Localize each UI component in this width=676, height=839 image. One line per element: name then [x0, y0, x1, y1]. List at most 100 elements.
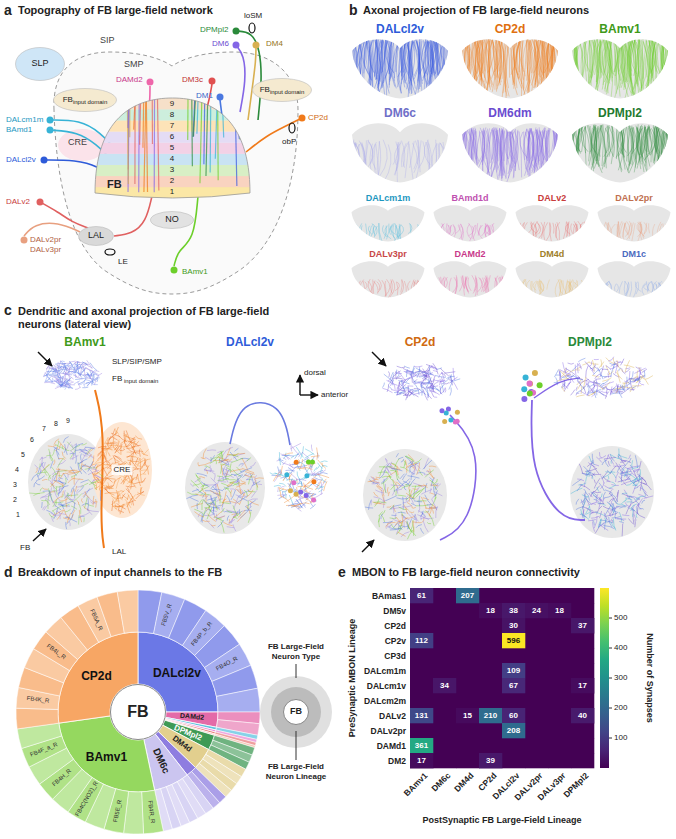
neurite	[127, 495, 129, 500]
neurite	[600, 482, 604, 488]
neurite	[556, 375, 560, 376]
neurite	[606, 366, 610, 375]
neurite	[435, 479, 438, 483]
neurite	[283, 458, 287, 460]
neurite	[622, 524, 624, 537]
neurite	[226, 471, 227, 476]
neurite	[57, 441, 58, 447]
neurite	[412, 486, 422, 487]
neurite	[311, 493, 314, 497]
neurite	[387, 487, 389, 494]
neurite	[378, 472, 388, 473]
neurite	[127, 452, 133, 454]
neurite	[95, 486, 100, 489]
neurite	[59, 360, 61, 366]
neurite	[239, 509, 241, 515]
neurite	[85, 491, 90, 498]
neurite	[53, 447, 59, 450]
neurite	[77, 500, 79, 504]
neurite	[48, 445, 56, 446]
neurite	[645, 376, 653, 380]
neurite	[196, 494, 208, 496]
neurite	[79, 362, 83, 369]
neurite	[603, 506, 612, 509]
neurite	[388, 372, 389, 378]
neurite	[591, 492, 597, 496]
neurite	[101, 485, 112, 487]
neurite	[586, 498, 591, 503]
neurite	[304, 485, 313, 489]
neurite	[59, 502, 63, 510]
cell-body	[47, 117, 54, 124]
neurite	[97, 451, 102, 457]
neurite	[206, 503, 213, 505]
neurite	[394, 391, 404, 393]
neurite	[44, 505, 49, 511]
neurite	[68, 371, 76, 373]
neurite	[429, 388, 439, 390]
neurite	[380, 466, 385, 477]
neurite	[435, 375, 446, 377]
neurite	[56, 506, 62, 510]
neurite	[67, 513, 71, 523]
neurite	[425, 483, 427, 492]
neuropil-shape	[185, 442, 265, 534]
neurite	[617, 384, 619, 393]
neurite	[303, 478, 307, 480]
neurite	[206, 469, 208, 474]
neurite	[198, 462, 199, 466]
neurite	[65, 522, 67, 529]
neurite	[568, 363, 574, 364]
neurite	[75, 387, 80, 389]
neurite	[311, 445, 312, 452]
neurite	[624, 468, 628, 477]
neurite	[382, 495, 384, 503]
neurite	[577, 484, 582, 491]
neurite	[207, 449, 216, 451]
cell-body	[37, 199, 44, 206]
neurite	[405, 517, 414, 519]
neurite	[408, 385, 414, 386]
neurite	[314, 467, 317, 471]
neurite	[282, 491, 286, 492]
neurite	[101, 448, 112, 449]
neurite	[610, 493, 617, 504]
neurite	[144, 449, 149, 454]
brain-outline	[54, 52, 298, 294]
neurite	[145, 459, 147, 467]
neurite	[576, 507, 582, 510]
neurite	[234, 497, 239, 509]
neurite	[440, 368, 449, 376]
neurite	[289, 472, 298, 480]
neurite	[41, 502, 43, 508]
neurite	[197, 473, 208, 476]
neurite	[103, 478, 116, 480]
neurite	[46, 455, 51, 457]
neurite	[612, 516, 621, 518]
neurite	[417, 466, 420, 469]
neurite	[430, 515, 435, 526]
neurite	[244, 490, 247, 496]
neurite	[582, 506, 593, 511]
neurite	[65, 497, 67, 508]
neurite	[388, 492, 390, 496]
cell-body	[41, 157, 48, 164]
neurite	[58, 475, 62, 476]
neurite	[395, 520, 401, 525]
neurite	[140, 487, 141, 492]
neurite	[408, 476, 420, 479]
neurite	[320, 461, 327, 462]
neurite	[141, 458, 145, 461]
pointer-arrow	[362, 540, 374, 552]
neurite	[49, 492, 53, 503]
neurite	[97, 464, 104, 466]
neurite	[300, 481, 301, 489]
neurite	[423, 389, 428, 400]
neurite	[108, 453, 110, 457]
neurite	[140, 448, 144, 455]
neurite	[605, 518, 607, 524]
neurite	[586, 471, 592, 475]
neurite	[414, 382, 425, 384]
neurite	[293, 485, 296, 493]
neurite	[610, 466, 617, 475]
